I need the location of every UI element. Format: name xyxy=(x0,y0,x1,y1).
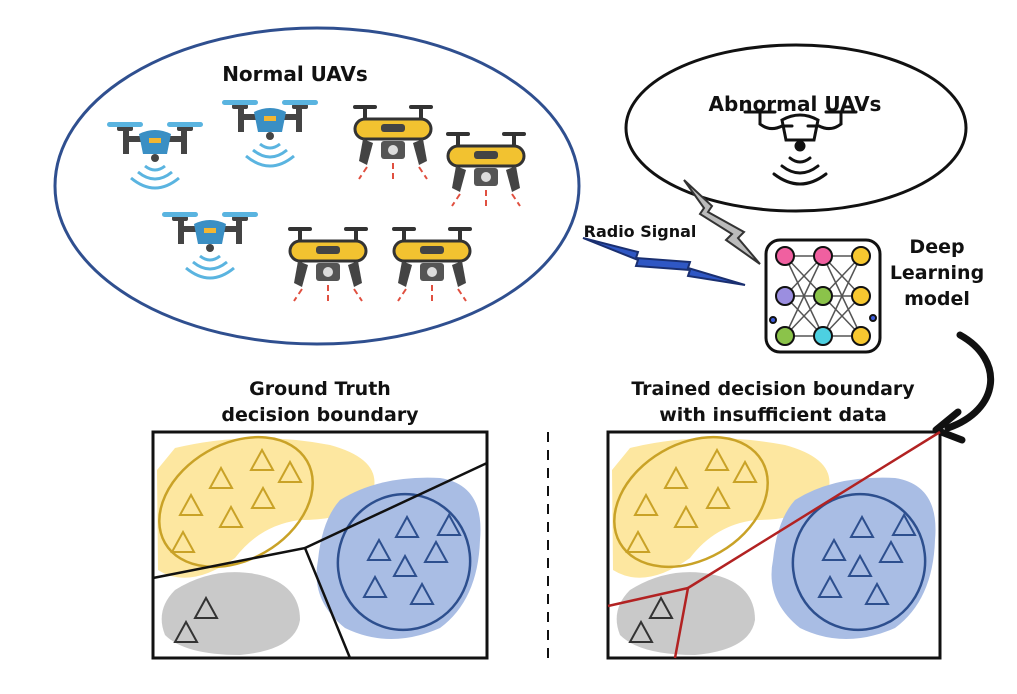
blue-cluster-ellipse xyxy=(336,492,472,632)
ground-truth-boundary xyxy=(304,461,488,550)
normal-uavs-label: Normal UAVs xyxy=(222,62,368,86)
deep-learning-label-line2: Learning xyxy=(889,262,985,284)
drone-wifi-icon xyxy=(105,120,205,190)
blue-cluster-ellipse xyxy=(791,492,927,632)
drone-camera-icon xyxy=(444,130,528,208)
drone-camera-icon xyxy=(286,225,370,303)
drone-camera-icon xyxy=(390,225,474,303)
drone-wifi-icon xyxy=(160,210,260,280)
gray-cluster-fill xyxy=(161,572,300,655)
blue-cluster-fill xyxy=(771,477,936,639)
trained-boundary xyxy=(687,430,941,590)
drone-camera-icon xyxy=(351,103,435,181)
curved-arrow-icon xyxy=(932,331,995,444)
ground-truth-title-line2: decision boundary xyxy=(221,404,419,426)
deep-learning-label-line3: model xyxy=(904,288,970,310)
deep-learning-label-line1: Deep xyxy=(909,236,965,258)
gray-cluster-fill xyxy=(616,572,755,655)
abnormal-uavs-label: Abnormal UAVs xyxy=(708,92,882,116)
trained-title-line1: Trained decision boundary xyxy=(631,378,915,400)
neural-network-icon xyxy=(764,238,882,354)
trained-title-line2: with insufficient data xyxy=(659,404,887,426)
ground-truth-panel xyxy=(151,430,489,660)
yellow-cluster-ellipse xyxy=(158,435,314,569)
drone-wifi-icon xyxy=(220,98,320,168)
lightning-icon xyxy=(683,179,761,265)
ground-truth-title-line1: Ground Truth xyxy=(249,378,391,400)
normal-uavs-ellipse xyxy=(53,26,581,346)
lightning-icon xyxy=(582,237,746,286)
drone-outline-icon xyxy=(743,110,858,186)
blue-cluster-fill xyxy=(316,477,481,639)
abnormal-uavs-ellipse xyxy=(624,43,968,213)
radio-signal-label: Radio Signal xyxy=(583,222,697,241)
yellow-cluster-ellipse xyxy=(613,435,769,569)
trained-panel xyxy=(606,430,942,660)
